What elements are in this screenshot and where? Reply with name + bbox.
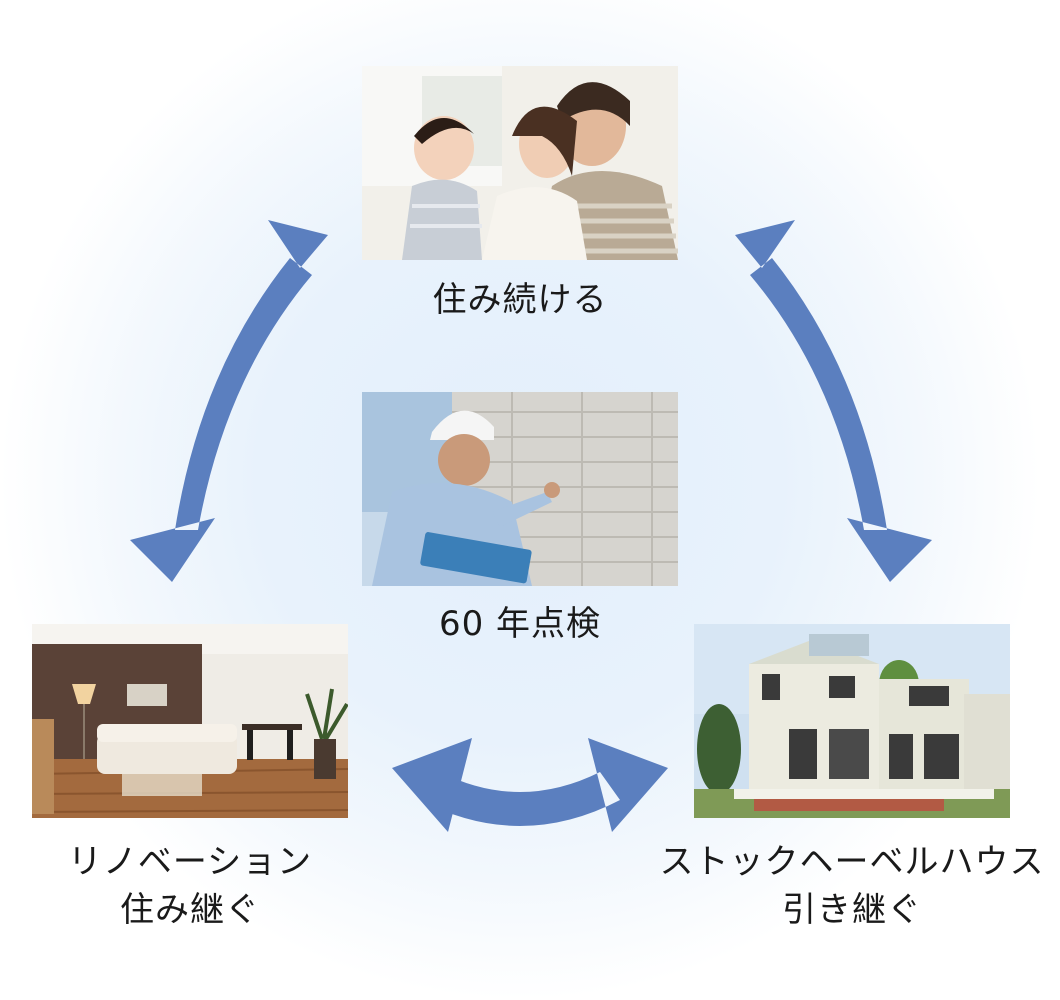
label-renovation-line2: 住み継ぐ [20, 886, 360, 934]
label-60-year-inspection: 60 年点検 [362, 600, 678, 648]
label-continue-living: 住み続ける [362, 276, 678, 324]
label-renovation-line1: リノベーション [20, 838, 360, 886]
arrow-left-right [392, 738, 668, 832]
label-renovation: リノベーション 住み継ぐ [20, 838, 360, 934]
house-photo [694, 624, 1010, 818]
inspection-photo [362, 392, 678, 586]
family-photo [362, 66, 678, 260]
arrow-top-right [735, 220, 932, 582]
label-stock-hebel-haus-line2: 引き継ぐ [650, 886, 1054, 934]
label-stock-hebel-haus-line1: ストックヘーベルハウス [650, 838, 1054, 886]
label-stock-hebel-haus: ストックヘーベルハウス 引き継ぐ [650, 838, 1054, 934]
living-room-photo [32, 624, 348, 818]
arrow-top-left [130, 220, 328, 582]
